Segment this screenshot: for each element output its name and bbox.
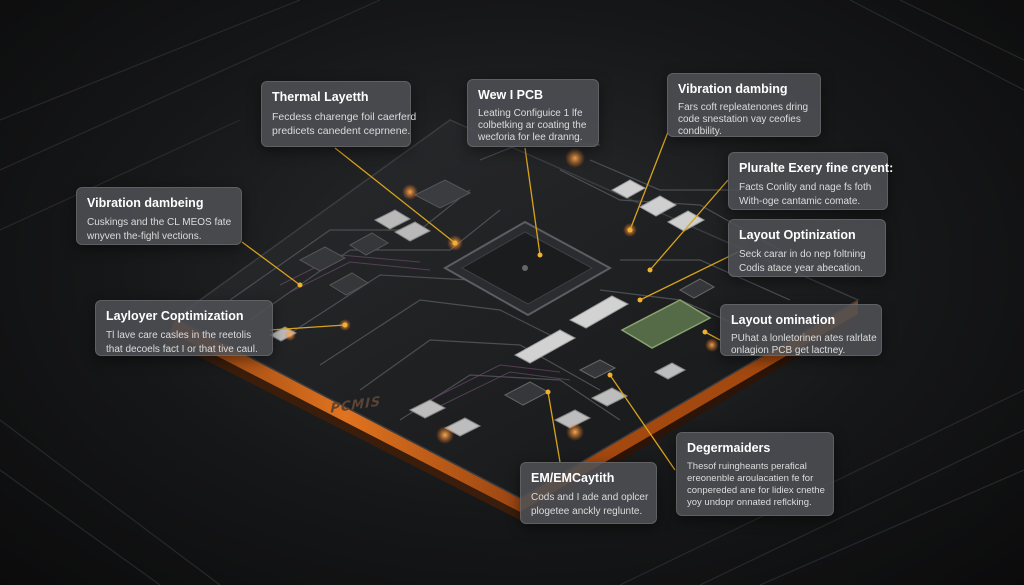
callout-text: Tl lave care casles in the reetolis (106, 330, 252, 341)
callout-new-pcb: Wew I PCB Leating Configuice 1 lfe colbe… (467, 79, 599, 147)
callout-text: wnyven the-fighl vections. (87, 231, 202, 242)
callout-layout-omination: Layout omination PUhat a lonletorinen at… (720, 304, 882, 356)
callout-text: onlagion PCB get lactney. (731, 345, 846, 356)
callout-thermal: Thermal Layetth Fecdess charenge foil ca… (261, 81, 417, 147)
callout-text: Cuskings and the CL MEOS fate (87, 217, 232, 228)
callout-layloyer: Layloyer Coptimization Tl lave care casl… (95, 300, 273, 356)
callout-text: colbetking ar coating the (478, 120, 587, 131)
callout-text: predicets canedent ceprnene. (272, 125, 411, 137)
callout-vibration-top: Vibration dambing Fars coft repleatenone… (667, 73, 821, 137)
callout-text: Facts Conlity and nage fs foth (739, 182, 872, 193)
callout-title: Pluralte Exery fine cryent: (739, 161, 894, 175)
callout-text: conpereded ane for lidiex cnethe (687, 485, 825, 496)
callout-text: Seck carar in do nep foltning (739, 249, 866, 260)
callout-title: Vibration dambing (678, 82, 788, 96)
callout-em: EM/EMCaytith Cods and I ade and oplcer p… (520, 462, 657, 524)
callout-vibration-left: Vibration dambeing Cuskings and the CL M… (76, 187, 242, 245)
callout-title: Layloyer Coptimization (106, 309, 244, 323)
components (268, 179, 716, 437)
board-edge-front (170, 318, 520, 512)
callout-title: Layout omination (731, 313, 836, 327)
leader-lines (241, 131, 739, 471)
callout-title: Wew I PCB (478, 88, 544, 102)
callout-text: Thesof ruingheants perafical (687, 461, 807, 472)
callout-text: Leating Configuice 1 lfe (478, 108, 583, 119)
callout-plurality: Pluralte Exery fine cryent: Facts Conlit… (728, 152, 894, 210)
callout-degermaiders: Degermaiders Thesof ruingheants perafica… (676, 432, 834, 516)
callout-text: Codis atace year abecation. (739, 263, 863, 274)
callout-text: ereonenble aroulacatien fe for (687, 473, 814, 484)
callout-text: code snestation vay ceofies (678, 114, 801, 125)
callout-text: With-oge cantamic comate. (739, 196, 861, 207)
callout-text: condbility. (678, 126, 722, 137)
callout-text: that decoels fact I or that tive caul. (106, 344, 258, 355)
callout-text: wecforia for lee dranng. (478, 132, 583, 143)
callout-text: yoy undopr onnated reflcking. (687, 497, 812, 508)
callout-title: Layout Optinization (739, 228, 856, 242)
callout-title: EM/EMCaytith (531, 471, 615, 485)
leader-dots (297, 227, 708, 395)
callout-text: plogetee anckly reglunte. (531, 506, 643, 517)
main-processor (442, 220, 613, 317)
callout-title: Thermal Layetth (272, 90, 369, 104)
callout-layout-optimization: Layout Optinization Seck carar in do nep… (728, 219, 886, 277)
callout-title: Degermaiders (687, 441, 771, 455)
callout-text: Cods and I ade and oplcer (531, 492, 649, 503)
callout-text: PUhat a lonletorinen ates ralrlate (731, 333, 877, 344)
callout-text: Fecdess charenge foil caerferd (272, 111, 417, 123)
callout-text: Fars coft repleatenones dring (678, 102, 809, 113)
callout-title: Vibration dambeing (87, 196, 204, 210)
